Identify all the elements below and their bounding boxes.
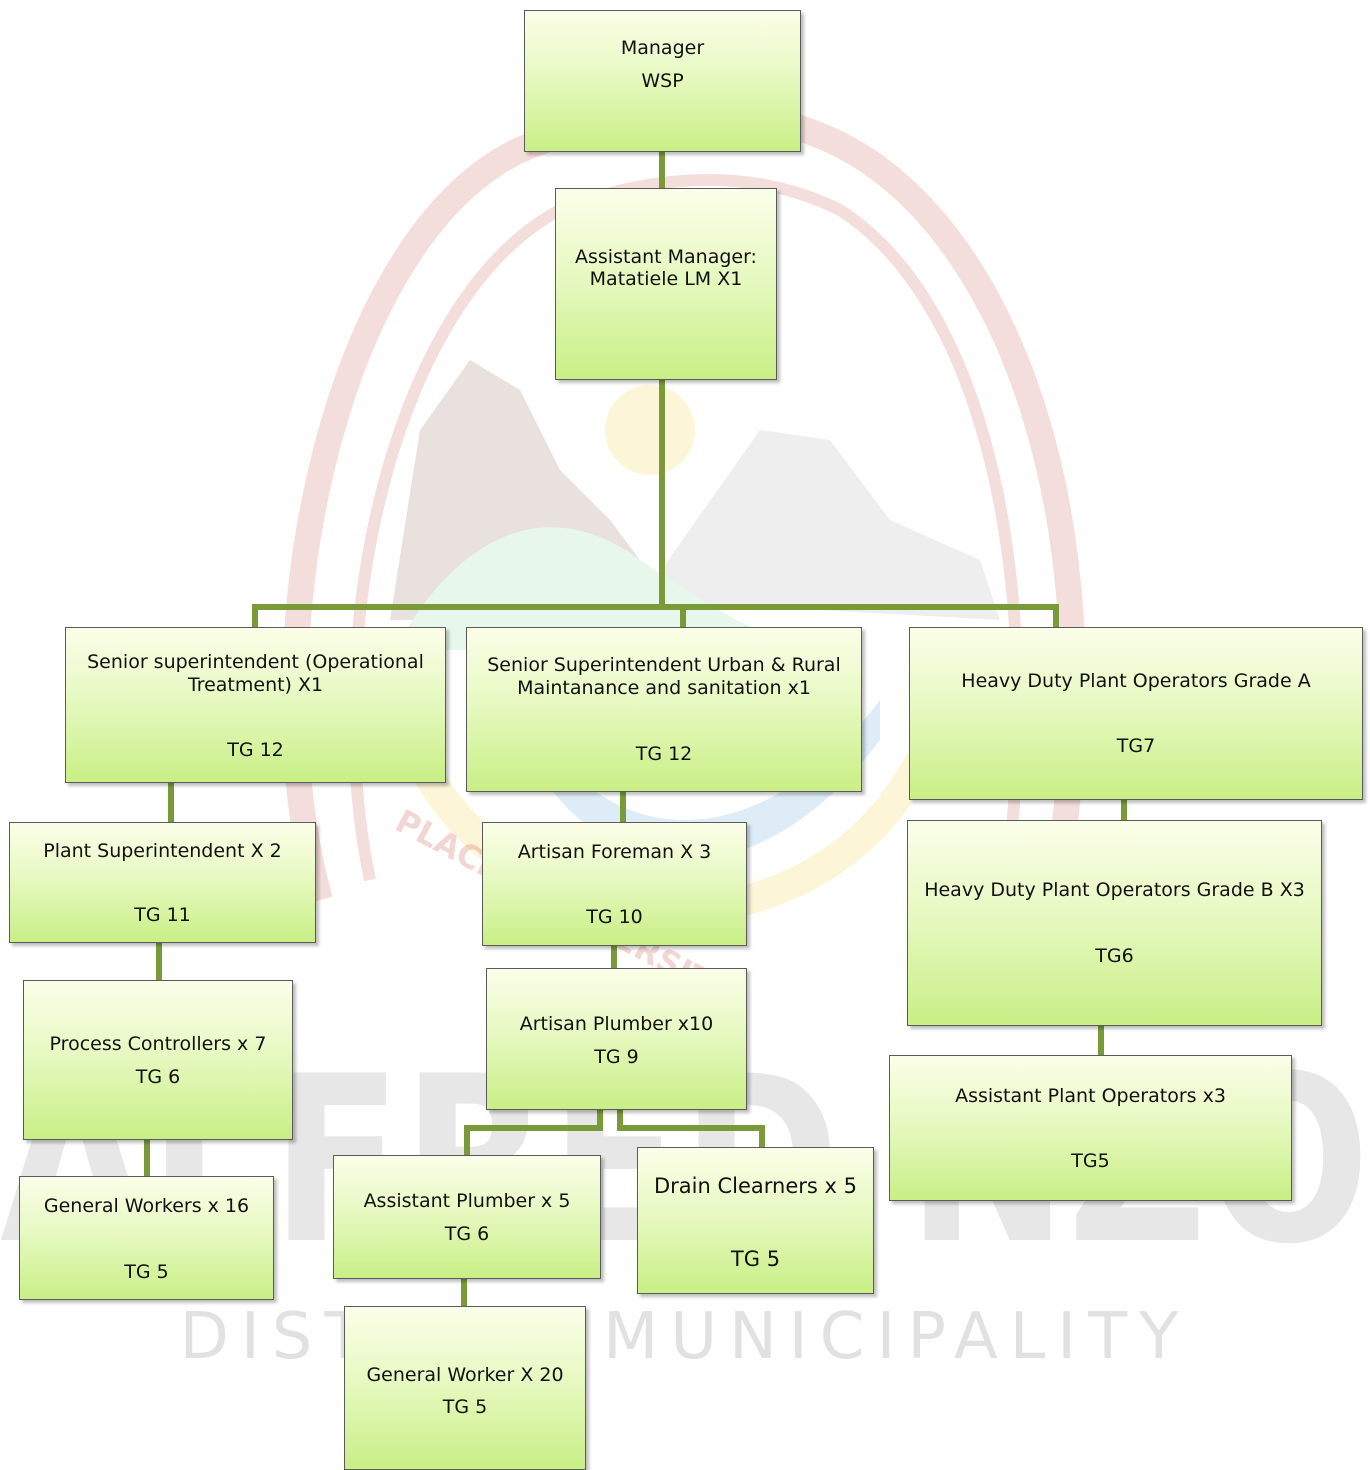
box-general-workers-16-grade: TG 5	[124, 1261, 169, 1283]
logo-sun	[605, 385, 695, 475]
box-assistant-plant-operators-grade: TG5	[1071, 1150, 1110, 1172]
box-assistant-manager-title: Assistant Manager:	[575, 246, 757, 268]
box-assistant-manager: Assistant Manager: Matatiele LM X1	[555, 188, 777, 380]
box-assistant-plumber-title: Assistant Plumber x 5	[363, 1190, 571, 1212]
box-heavy-duty-b-title: Heavy Duty Plant Operators Grade B X3	[924, 879, 1305, 901]
box-senior-operational: Senior superintendent (Operational Treat…	[65, 627, 446, 783]
box-heavy-duty-a-title: Heavy Duty Plant Operators Grade A	[961, 670, 1311, 692]
logo-inner-arc	[348, 174, 1024, 882]
box-general-workers-16-title: General Workers x 16	[43, 1195, 250, 1217]
box-heavy-duty-a-grade: TG7	[1116, 735, 1156, 757]
box-senior-operational-line2: Treatment) X1	[187, 674, 324, 696]
box-process-controllers-grade: TG 6	[135, 1066, 181, 1088]
box-general-workers-16: General Workers x 16 TG 5	[19, 1176, 274, 1300]
box-drain-cleaners-grade: TG 5	[730, 1247, 781, 1271]
box-general-worker-20-grade: TG 5	[442, 1396, 488, 1418]
box-heavy-duty-grade-a: Heavy Duty Plant Operators Grade A TG7	[909, 627, 1363, 800]
box-heavy-duty-b-grade: TG6	[1095, 945, 1134, 967]
box-drain-cleaners: Drain Clearners x 5 TG 5	[637, 1147, 874, 1294]
box-artisan-plumber: Artisan Plumber x10 TG 9	[486, 968, 747, 1110]
logo-green-hill	[400, 527, 820, 650]
box-process-controllers: Process Controllers x 7 TG 6	[23, 980, 293, 1140]
box-artisan-foreman: Artisan Foreman X 3 TG 10	[482, 822, 747, 946]
box-assistant-manager-subtitle: Matatiele LM X1	[589, 268, 743, 290]
box-senior-urban-line1: Senior Superintendent Urban & Rural	[487, 654, 841, 676]
box-assistant-plant-operators-title: Assistant Plant Operators x3	[955, 1085, 1226, 1107]
box-manager-wsp: Manager WSP	[524, 10, 801, 152]
box-artisan-plumber-title: Artisan Plumber x10	[519, 1013, 714, 1035]
box-artisan-foreman-grade: TG 10	[586, 906, 643, 928]
box-artisan-foreman-title: Artisan Foreman X 3	[517, 841, 712, 863]
box-assistant-plumber-grade: TG 6	[444, 1223, 490, 1245]
logo-water	[520, 700, 880, 860]
box-plant-superintendent: Plant Superintendent X 2 TG 11	[9, 822, 316, 943]
box-senior-operational-line1: Senior superintendent (Operational	[87, 651, 424, 673]
box-plant-superintendent-grade: TG 11	[134, 904, 191, 926]
box-manager-subtitle: WSP	[641, 70, 684, 92]
box-artisan-plumber-grade: TG 9	[594, 1046, 639, 1068]
box-process-controllers-title: Process Controllers x 7	[49, 1033, 267, 1055]
box-assistant-plant-operators: Assistant Plant Operators x3 TG5	[889, 1055, 1292, 1201]
box-senior-urban-line2: Maintanance and sanitation x1	[517, 677, 811, 699]
box-heavy-duty-grade-b: Heavy Duty Plant Operators Grade B X3 TG…	[907, 820, 1322, 1026]
logo-mountain	[390, 360, 640, 620]
logo-grey-peak	[640, 430, 1000, 620]
box-general-worker-20: General Worker X 20 TG 5	[344, 1306, 586, 1470]
box-drain-cleaners-title: Drain Clearners x 5	[654, 1174, 857, 1198]
box-manager-title: Manager	[620, 37, 705, 59]
box-assistant-plumber: Assistant Plumber x 5 TG 6	[333, 1155, 601, 1279]
box-senior-urban-grade: TG 12	[635, 743, 693, 765]
box-senior-operational-grade: TG 12	[227, 739, 284, 761]
box-general-worker-20-title: General Worker X 20	[366, 1364, 564, 1386]
box-senior-urban-rural: Senior Superintendent Urban & Rural Main…	[466, 627, 862, 792]
box-plant-superintendent-title: Plant Superintendent X 2	[43, 840, 282, 862]
